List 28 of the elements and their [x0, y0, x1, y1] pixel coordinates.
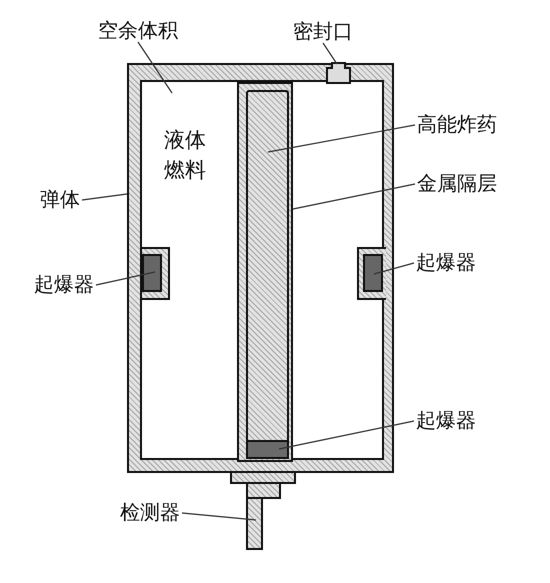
leader-line	[292, 183, 416, 210]
metal-tube	[237, 82, 293, 462]
leader-line	[138, 42, 172, 94]
fluid-label: 液体燃料	[164, 127, 206, 184]
seal-port	[326, 62, 351, 84]
leader-line	[374, 262, 414, 275]
detector-probe	[230, 473, 296, 550]
leader-line	[322, 42, 338, 64]
casing-wall	[127, 63, 394, 473]
leader-line	[278, 420, 414, 450]
leader-line	[182, 512, 256, 521]
detonator	[357, 247, 386, 300]
leader-line	[268, 124, 416, 153]
part-label: 空余体积	[98, 21, 178, 41]
part-label: 起爆器	[416, 253, 476, 273]
part-label: 起爆器	[34, 275, 94, 295]
part-label: 高能炸药	[417, 115, 497, 135]
part-label: 弹体	[40, 190, 80, 210]
fuel-cavity	[140, 80, 384, 460]
leader-line	[96, 271, 156, 286]
part-label: 起爆器	[416, 411, 476, 431]
part-label: 检测器	[120, 503, 180, 523]
leader-line	[82, 193, 128, 201]
part-label: 密封口	[293, 22, 353, 42]
explosive-column	[246, 90, 289, 459]
detonator	[142, 247, 170, 300]
part-label: 金属隔层	[417, 174, 497, 194]
detonator	[246, 440, 289, 459]
